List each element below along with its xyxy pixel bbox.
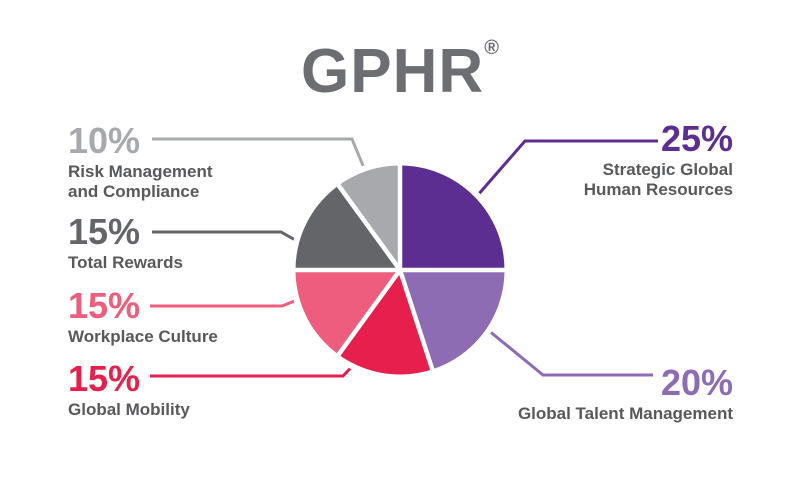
slice-separator xyxy=(335,268,402,358)
category-name: Total Rewards xyxy=(68,253,183,272)
callout-total-rewards: 15% Total Rewards xyxy=(68,214,183,273)
category-name: Global Talent Management xyxy=(517,404,733,423)
percent-value: 15% xyxy=(68,211,141,252)
leader-line-risk-management xyxy=(152,137,366,169)
callout-global-talent-management: 20% Global Talent Management xyxy=(518,365,733,424)
pie-slice-strategic-global xyxy=(400,165,505,270)
leader-line-global-talent-management xyxy=(487,328,653,377)
pie-slice-risk-management xyxy=(338,165,400,270)
category-name: Global Mobility xyxy=(68,400,190,419)
percent-value: 15% xyxy=(68,358,141,399)
slice-separator xyxy=(397,269,435,372)
title-text: GPHR xyxy=(301,37,485,106)
leader-lines xyxy=(150,137,658,378)
callout-strategic-global-human-resources: 25% Strategic Global Human Resources xyxy=(584,121,733,200)
percent-value: 25% xyxy=(660,118,733,159)
callout-risk-management-and-compliance: 10% Risk Management and Compliance xyxy=(68,123,213,202)
category-name: Workplace Culture xyxy=(68,327,218,346)
pie-slice-total-rewards xyxy=(295,185,400,270)
percent-value: 20% xyxy=(660,362,733,403)
leader-line-total-rewards xyxy=(152,230,298,243)
leader-line-strategic-global xyxy=(475,139,658,197)
pie-slice-global-mobility xyxy=(338,270,433,376)
percent-value: 10% xyxy=(68,120,141,161)
page-title: GPHR® xyxy=(0,38,800,103)
callout-workplace-culture: 15% Workplace Culture xyxy=(68,288,218,347)
pie-outer-ring xyxy=(289,159,511,381)
registered-mark-icon: ® xyxy=(484,37,499,59)
pie-slice-workplace-culture xyxy=(295,270,400,355)
category-name: Risk Management and Compliance xyxy=(68,162,213,202)
slice-separator xyxy=(335,182,402,272)
pie xyxy=(289,159,511,381)
category-name: Strategic Global Human Resources xyxy=(583,160,733,200)
callout-global-mobility: 15% Global Mobility xyxy=(68,361,190,420)
percent-value: 15% xyxy=(68,285,141,326)
leader-line-workplace-culture xyxy=(150,298,298,308)
